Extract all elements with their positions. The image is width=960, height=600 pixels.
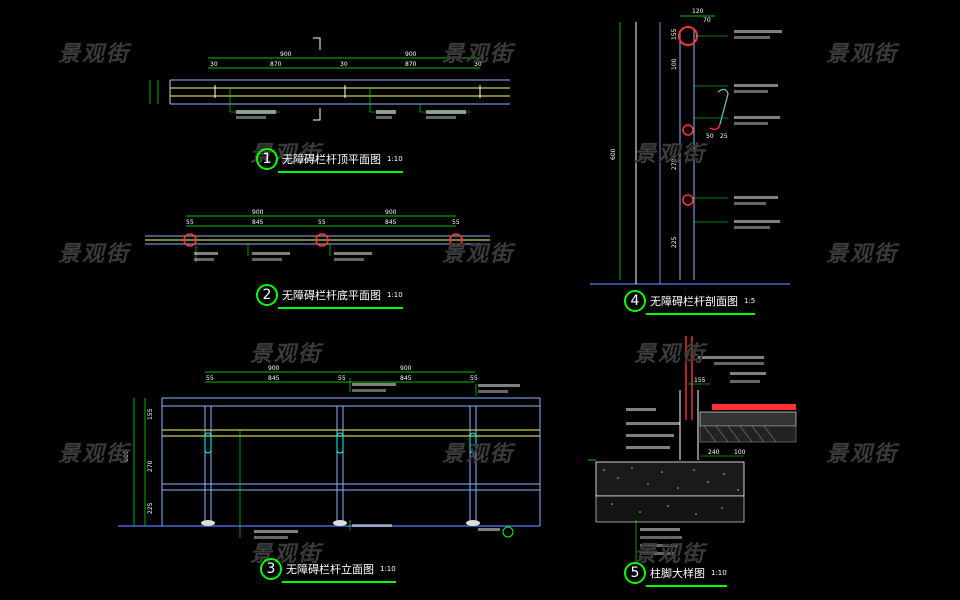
dim-v3-155: 155 xyxy=(147,408,154,420)
dim-v3-900a: 900 xyxy=(268,365,280,372)
dim-v1-900a: 900 xyxy=(280,51,292,58)
dim-v3-845b: 845 xyxy=(400,375,412,382)
dim-v4-155: 155 xyxy=(671,28,678,40)
view-2-title: 2 无障碍栏杆底平面图 1:10 xyxy=(256,284,403,309)
view-3-title: 3 无障碍栏杆立面图 1:10 xyxy=(260,558,396,583)
view-1-number: 1 xyxy=(256,148,278,170)
dim-v1-900b: 900 xyxy=(405,51,417,58)
watermark-text: 景观街 xyxy=(826,42,899,67)
view-2-title-text: 无障碍栏杆底平面图 xyxy=(282,289,381,302)
view-3-title-text: 无障碍栏杆立面图 xyxy=(286,563,374,576)
view-5-underline xyxy=(646,585,727,587)
dim-v2-55a: 55 xyxy=(186,219,194,226)
view-2-scale: 1:10 xyxy=(387,291,403,299)
dim-v2-900a: 900 xyxy=(252,209,264,216)
dim-v1-30c: 30 xyxy=(474,61,482,68)
watermark-text: 景观街 xyxy=(58,442,131,467)
dim-v5-155: 155 xyxy=(694,377,706,384)
dim-v4-600: 600 xyxy=(610,148,617,160)
dim-v3-600: 600 xyxy=(123,450,130,462)
dim-v3-845a: 845 xyxy=(268,375,280,382)
dim-v4-225: 225 xyxy=(671,236,678,248)
dim-v2-900b: 900 xyxy=(385,209,397,216)
watermark-text: 景观街 xyxy=(634,342,707,367)
dim-v4-50: 50 xyxy=(706,133,714,140)
dim-v3-55b: 55 xyxy=(338,375,346,382)
watermark-text: 景观街 xyxy=(442,242,515,267)
dim-v3-225: 225 xyxy=(147,502,154,514)
view-4-number: 4 xyxy=(624,290,646,312)
view-1-title: 1 无障碍栏杆顶平面图 1:10 xyxy=(256,148,403,173)
dim-v3-900b: 900 xyxy=(400,365,412,372)
dim-v2-55b: 55 xyxy=(318,219,326,226)
dim-v4-270: 270 xyxy=(671,158,678,170)
dim-v5-100: 100 xyxy=(734,449,746,456)
view-5-number: 5 xyxy=(624,562,646,584)
view-5-title-text: 柱脚大样图 xyxy=(650,567,705,580)
view-2-number: 2 xyxy=(256,284,278,306)
view-5-title: 5 柱脚大样图 1:10 xyxy=(624,562,727,587)
dim-v3-55a: 55 xyxy=(206,375,214,382)
view-1-top-plan: 900 900 870 870 30 30 30 xyxy=(149,37,510,121)
view-3-underline xyxy=(282,581,396,583)
view-2-bottom-plan: 900 900 845 845 55 55 55 xyxy=(145,209,490,262)
view-2-underline xyxy=(278,307,403,309)
view-4-title-text: 无障碍栏杆剖面图 xyxy=(650,295,738,308)
dim-v3-270: 270 xyxy=(147,460,154,472)
watermark-text: 景观街 xyxy=(826,442,899,467)
dim-v2-845b: 845 xyxy=(385,219,397,226)
dim-v5-240: 240 xyxy=(708,449,720,456)
view-1-scale: 1:10 xyxy=(387,155,403,163)
watermark-text: 景观街 xyxy=(634,142,707,167)
watermark-text: 景观街 xyxy=(442,42,515,67)
dim-v3-55c: 55 xyxy=(470,375,478,382)
view-5-footing-detail: 240 100 155 xyxy=(588,336,797,560)
view-3-scale: 1:10 xyxy=(380,565,396,573)
view-4-underline xyxy=(646,313,756,315)
view-3-elevation: 900 900 845 845 55 55 55 600 155 270 225 xyxy=(118,365,541,539)
dim-v1-30b: 30 xyxy=(340,61,348,68)
dim-v1-870b: 870 xyxy=(405,61,417,68)
dim-v4-120: 120 xyxy=(692,8,704,15)
view-4-scale: 1:5 xyxy=(744,297,756,305)
dim-v4-25: 25 xyxy=(720,133,728,140)
view-3-number: 3 xyxy=(260,558,282,580)
dim-v1-30a: 30 xyxy=(210,61,218,68)
view-1-underline xyxy=(278,171,403,173)
view-1-title-text: 无障碍栏杆顶平面图 xyxy=(282,153,381,166)
view-4-title: 4 无障碍栏杆剖面图 1:5 xyxy=(624,290,756,315)
dim-v2-845a: 845 xyxy=(252,219,264,226)
watermark-text: 景观街 xyxy=(58,242,131,267)
dim-v1-870a: 870 xyxy=(270,61,282,68)
watermark-text: 景观街 xyxy=(634,542,707,567)
dim-v4-100: 100 xyxy=(671,58,678,70)
watermark-text: 景观街 xyxy=(826,242,899,267)
dim-v2-55c: 55 xyxy=(452,219,460,226)
view-5-scale: 1:10 xyxy=(711,569,727,577)
watermark-text: 景观街 xyxy=(250,342,323,367)
watermark-text: 景观街 xyxy=(58,42,131,67)
view-4-section: 600 155 100 270 225 120 70 50 25 xyxy=(590,8,790,285)
dim-v4-70: 70 xyxy=(703,17,711,24)
watermark-text: 景观街 xyxy=(442,442,515,467)
